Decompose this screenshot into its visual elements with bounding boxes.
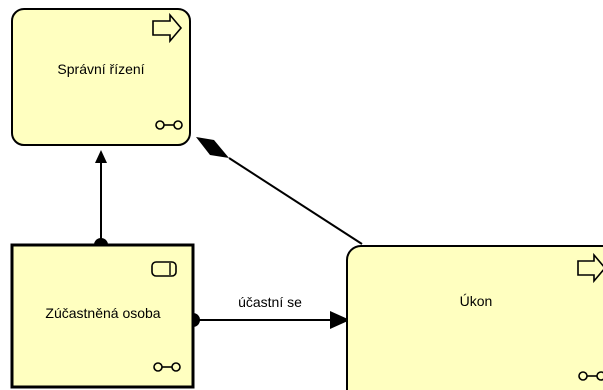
edge-osoba-to-ukon-label: účastní se <box>238 294 302 310</box>
node-spravni-rizeni-box[interactable] <box>11 8 191 146</box>
edge-ukon-to-rizeni[interactable] <box>196 137 363 245</box>
infinity-icon <box>153 362 181 372</box>
edge-osoba-to-rizeni[interactable] <box>94 150 108 252</box>
edge-ukon-to-rizeni-diamond <box>196 137 229 158</box>
node-zucastnena-osoba[interactable]: Zúčastněná osoba <box>10 243 195 389</box>
infinity-icon <box>155 120 183 130</box>
node-ukon-box[interactable] <box>346 245 603 390</box>
edge-osoba-to-ukon[interactable]: účastní se <box>186 294 350 329</box>
edge-osoba-to-rizeni-arrowhead <box>95 150 107 163</box>
process-arrow-icon <box>577 252 603 284</box>
node-ukon-label: Úkon <box>460 293 493 309</box>
edge-ukon-to-rizeni-line[interactable] <box>228 157 363 245</box>
node-zucastnena-osoba-box[interactable] <box>10 243 195 389</box>
node-ukon[interactable]: Úkon <box>346 245 603 390</box>
node-spravni-rizeni[interactable]: Správní řízení <box>11 8 191 146</box>
infinity-icon <box>578 371 603 381</box>
node-spravni-rizeni-label: Správní řízení <box>57 61 144 77</box>
cylinder-icon <box>151 261 177 277</box>
edge-osoba-to-ukon-arrowhead <box>330 311 350 329</box>
node-zucastnena-osoba-label: Zúčastněná osoba <box>45 305 160 321</box>
process-arrow-icon <box>152 12 183 44</box>
